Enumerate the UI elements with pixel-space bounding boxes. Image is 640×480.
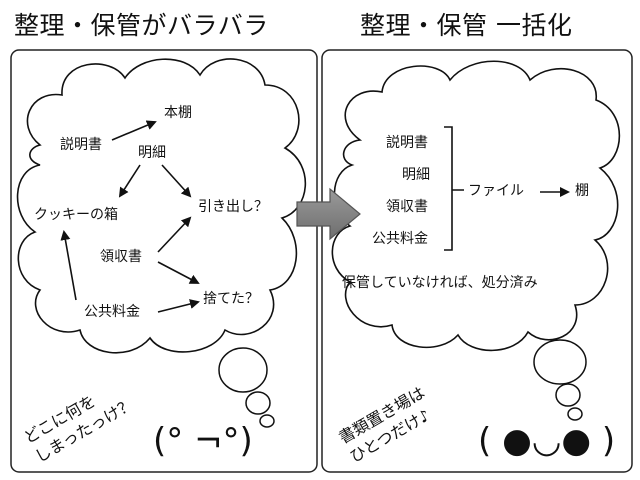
right-face: ( ●◡● ) [478, 421, 616, 461]
right-bubble-medium [555, 383, 581, 407]
right-bubble-small [567, 407, 583, 421]
node-sute: 捨てた？ [203, 291, 259, 307]
disposal-note: 保管していなければ、処分済み [342, 275, 538, 291]
arrow-ryoshusho-to-hikidashi [157, 216, 192, 253]
right-thought-cloud [331, 60, 621, 352]
item-setsumeisho: 説明書 [386, 135, 428, 151]
file-label: ファイル [468, 183, 524, 199]
node-honcana: 本棚 [164, 105, 192, 121]
item-ryoshusho: 領収書 [386, 199, 428, 215]
node-cookie-box: クッキーの箱 [34, 207, 118, 223]
left-bubble-small [259, 414, 275, 428]
shelf-label: 棚 [575, 183, 589, 199]
arrow-ryoshusho-to-sute [157, 261, 200, 284]
arrow-meisai-to-hikidashi [161, 164, 192, 198]
arrow-setsumeisho-to-honcana [111, 120, 157, 141]
arrow-kokyo-to-sute [157, 299, 200, 313]
left-title: 整理・保管がバラバラ [14, 11, 269, 40]
arrow-kokyo-to-cookie [60, 230, 77, 301]
right-title: 整理・保管 一括化 [360, 11, 573, 40]
node-hikidashi: 引き出し？ [198, 199, 268, 215]
node-meisai: 明細 [138, 145, 166, 161]
left-bubble-large [218, 347, 268, 393]
left-face: (° ¬°) [153, 421, 253, 461]
node-setsumeisho: 説明書 [60, 137, 102, 153]
right-bubble-large [533, 339, 587, 385]
document-bracket [444, 126, 464, 251]
left-thought-cloud [16, 58, 307, 354]
arrow-meisai-to-cookie [118, 164, 141, 198]
node-kokyo: 公共料金 [84, 304, 140, 320]
item-kokyo: 公共料金 [372, 231, 428, 247]
node-ryoshusho: 領収書 [100, 249, 142, 265]
left-bubble-medium [245, 391, 271, 415]
transition-arrow [296, 187, 361, 241]
item-meisai: 明細 [402, 167, 430, 183]
